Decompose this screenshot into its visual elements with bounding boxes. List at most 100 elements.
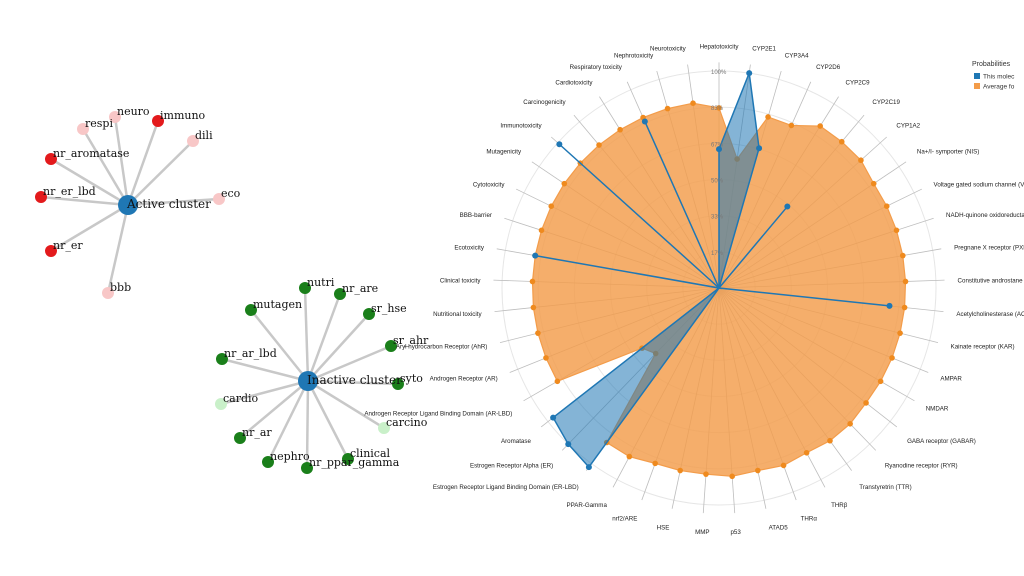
series-average-point xyxy=(543,355,549,361)
category-label: p53 xyxy=(730,529,741,536)
category-label: Estrogen Receptor Ligand Binding Domain … xyxy=(433,484,579,491)
inactive-node-label: sr_hse xyxy=(371,302,407,315)
category-label: Na+/I- symporter (NIS) xyxy=(917,149,979,156)
category-label: Immunotoxicity xyxy=(500,122,542,129)
series-average-point xyxy=(538,227,545,234)
active-node-label: eco xyxy=(221,187,241,200)
category-label: Ryanodine receptor (RYR) xyxy=(885,463,958,470)
legend-entry-label: Average fo xyxy=(983,84,1015,91)
active-hub-label: Active cluster xyxy=(126,197,211,211)
radial-tick-label: 33% xyxy=(711,215,724,221)
inactive-node xyxy=(378,422,390,434)
inactive-cluster: nutrimutagennr_aresr_hsenr_ar_lbdsr_ahrc… xyxy=(215,276,429,474)
series-average-point xyxy=(870,180,877,187)
inactive-node xyxy=(216,353,228,365)
series-average-point xyxy=(893,227,900,234)
series-average-point xyxy=(690,100,696,106)
series-average-point xyxy=(765,114,771,120)
series-molecule-point xyxy=(756,145,763,152)
active-edge xyxy=(106,204,130,294)
inactive-edge xyxy=(250,309,309,382)
series-molecule-point xyxy=(641,118,648,125)
category-label: Cytotoxicity xyxy=(473,181,506,188)
active-node-label: nr_er xyxy=(53,239,83,252)
series-average-point xyxy=(729,473,735,480)
legend-entry-label: This molec xyxy=(983,74,1015,81)
series-average-point xyxy=(899,252,906,259)
series-average-point xyxy=(901,304,908,311)
inactive-hub xyxy=(298,371,318,391)
series-average-point xyxy=(827,437,833,444)
series-average-area xyxy=(531,102,907,477)
category-label: Estrogen Receptor Alpha (ER) xyxy=(470,463,553,470)
category-label: BBB-barrier xyxy=(460,212,492,219)
category-label: Cardiotoxicity xyxy=(555,80,593,87)
radial-tick-label: 50% xyxy=(711,179,724,185)
category-label: Androgen Receptor (AR) xyxy=(430,375,498,382)
active-node-label: immuno xyxy=(160,109,206,122)
active-edge xyxy=(81,128,130,206)
inactive-node xyxy=(215,398,227,410)
series-molecule-point xyxy=(585,464,592,471)
series-average-point xyxy=(530,304,537,311)
category-label: Nutritional toxicity xyxy=(433,311,482,318)
series-average-point xyxy=(902,278,909,285)
series-molecule-point xyxy=(784,203,791,210)
inactive-edge xyxy=(307,379,399,386)
active-edge xyxy=(40,195,129,207)
category-label: Ecotoxicity xyxy=(454,245,484,252)
series-average-point xyxy=(703,471,709,477)
radial-tick-label: 67% xyxy=(711,142,724,148)
active-edge xyxy=(126,120,160,206)
category-label: Acetylcholinesterase (AChE) xyxy=(956,311,1024,318)
category-label: CYP2C9 xyxy=(845,80,870,87)
inactive-edge xyxy=(307,313,370,382)
series-molecule-point xyxy=(556,141,563,148)
inactive-node-label: nutri xyxy=(307,276,335,289)
legend-title: Probabilities xyxy=(972,61,1011,68)
inactive-node xyxy=(245,304,257,316)
category-label: THRα xyxy=(801,515,818,522)
inactive-node-label: cardio xyxy=(223,392,259,405)
category-label: PPAR-Gamma xyxy=(566,502,607,509)
inactive-node xyxy=(363,308,375,320)
category-label: THRβ xyxy=(831,502,848,509)
inactive-node-label: syto xyxy=(400,372,423,385)
category-label: ATAD5 xyxy=(769,524,789,531)
active-node xyxy=(35,191,47,203)
series-average-point xyxy=(838,138,845,145)
active-node-label: nr_er_lbd xyxy=(43,185,96,198)
inactive-node-label: nr_ar xyxy=(242,426,272,439)
series-molecule-point xyxy=(532,252,539,259)
inactive-edge xyxy=(221,357,309,383)
active-edge xyxy=(50,203,129,253)
legend-swatch xyxy=(974,73,980,79)
series-average-point xyxy=(858,157,864,164)
active-edge xyxy=(127,140,194,206)
category-label: GABA receptor (GABAR) xyxy=(907,438,976,445)
category-label: Carcinogenicity xyxy=(523,99,566,106)
inactive-node xyxy=(301,462,313,474)
series-average-point xyxy=(788,122,795,129)
inactive-edge xyxy=(306,380,350,460)
series-average-point xyxy=(780,462,787,469)
category-label: Transtyretrin (TTR) xyxy=(859,484,911,491)
inactive-node xyxy=(299,282,311,294)
series-average-point xyxy=(652,460,658,467)
inactive-node-label: nr_ar_lbd xyxy=(224,347,277,360)
series-average-point xyxy=(897,330,903,336)
active-node-label: bbb xyxy=(110,281,131,294)
inactive-node-label: carcino xyxy=(386,416,428,429)
series-molecule-point xyxy=(746,70,753,77)
radial-tick-label: 83% xyxy=(711,106,724,112)
inactive-edge xyxy=(306,293,342,382)
category-label: CYP2D6 xyxy=(816,64,841,71)
inactive-node xyxy=(342,453,354,465)
series-average-point xyxy=(617,126,623,133)
category-label: CYP1A2 xyxy=(896,122,920,129)
active-node-label: neuro xyxy=(117,105,150,118)
